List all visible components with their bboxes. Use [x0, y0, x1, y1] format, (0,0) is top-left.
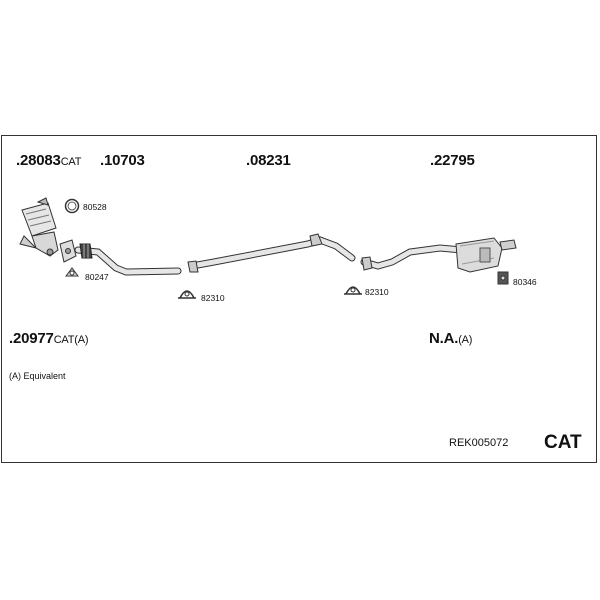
fitting-label-80346: 80346 [513, 277, 537, 287]
part-label-na: N.A.(A) [429, 331, 472, 346]
part-number: .28083 [16, 152, 61, 169]
diagram-frame [1, 135, 597, 463]
cat-badge: CAT [544, 432, 582, 453]
ring-gasket-drawing [64, 198, 80, 214]
flange-drawing [59, 239, 77, 263]
middle-pipe-drawing [187, 233, 356, 273]
front-pipe-drawing [74, 243, 182, 276]
catalytic-converter-drawing [19, 197, 59, 257]
part-suffix: CAT(A) [53, 334, 89, 346]
clamp-drawing-b [344, 286, 362, 295]
part-label-10703: .10703 [100, 152, 145, 169]
equivalent-note: (A) Equivalent [9, 371, 66, 381]
rubber-hanger-drawing [497, 271, 509, 285]
fitting-label-82310: 82310 [201, 293, 225, 303]
part-label-28083: .28083CAT [16, 153, 81, 168]
clamp-drawing-a [178, 290, 196, 299]
fitting-label-80247: 80247 [85, 272, 109, 282]
part-number: N.A. [429, 330, 459, 347]
rear-silencer-drawing [360, 237, 517, 273]
part-suffix: (A) [458, 334, 473, 346]
part-label-20977: .20977CAT(A) [9, 330, 89, 347]
part-number: .20977 [9, 330, 54, 347]
kit-reference: REK005072 [449, 437, 509, 449]
part-suffix: CAT [60, 156, 82, 168]
fitting-label-80528: 80528 [83, 202, 107, 212]
part-label-08231: .08231 [246, 152, 291, 169]
gasket-drawing [65, 267, 79, 277]
part-label-22795: .22795 [430, 152, 475, 169]
fitting-label-82310-b: 82310 [365, 287, 389, 297]
